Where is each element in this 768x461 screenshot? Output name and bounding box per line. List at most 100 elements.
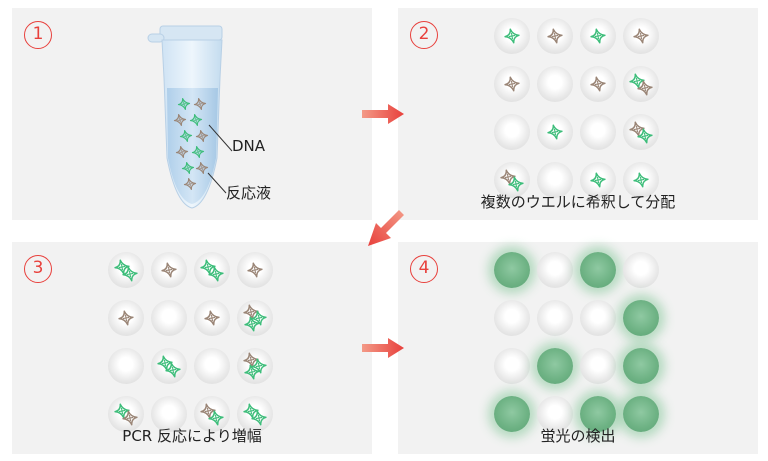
dna-strand-green bbox=[251, 410, 267, 426]
step-4-panel: 4 蛍光の検出 bbox=[398, 242, 758, 454]
dna-strand-brown bbox=[122, 410, 138, 426]
dna-label: DNA bbox=[232, 137, 266, 155]
well bbox=[194, 300, 230, 336]
well bbox=[151, 300, 187, 336]
fluorescent-well bbox=[623, 300, 659, 336]
dna-strand-green bbox=[243, 403, 259, 419]
tube-cap-hinge bbox=[147, 33, 165, 43]
diluted-well-grid bbox=[494, 18, 659, 198]
dna-strand-green bbox=[200, 259, 216, 275]
dna-strand-brown bbox=[504, 76, 520, 92]
well bbox=[537, 66, 573, 102]
fluorescent-well bbox=[623, 348, 659, 384]
dna-strand-brown bbox=[633, 28, 649, 44]
dna-strand-green bbox=[165, 362, 181, 378]
dna-strand-brown bbox=[204, 310, 220, 326]
dna-strand-green bbox=[629, 73, 645, 89]
well bbox=[537, 162, 573, 198]
well bbox=[237, 300, 273, 336]
well bbox=[494, 18, 530, 54]
well bbox=[580, 348, 616, 384]
dna-strand-brown bbox=[247, 262, 263, 278]
well bbox=[151, 252, 187, 288]
tube-dna-strands bbox=[173, 98, 209, 190]
dna-strand-green bbox=[157, 355, 173, 371]
well bbox=[537, 18, 573, 54]
fluorescent-well bbox=[494, 252, 530, 288]
dna-strand-green bbox=[177, 98, 191, 110]
step-4-caption: 蛍光の検出 bbox=[540, 427, 616, 445]
well bbox=[580, 300, 616, 336]
dna-strand-green bbox=[179, 130, 193, 142]
dna-strand-green bbox=[208, 266, 224, 282]
dna-strand-brown bbox=[183, 178, 197, 190]
dna-strand-brown bbox=[118, 310, 134, 326]
dna-strand-brown bbox=[500, 169, 516, 185]
well bbox=[623, 18, 659, 54]
amplified-well-grid bbox=[108, 252, 273, 432]
dna-strand-brown bbox=[193, 98, 207, 110]
dna-strand-brown bbox=[547, 28, 563, 44]
well bbox=[108, 396, 144, 432]
well bbox=[537, 114, 573, 150]
well bbox=[237, 396, 273, 432]
dna-strand-brown bbox=[195, 162, 209, 174]
well bbox=[108, 252, 144, 288]
well bbox=[494, 162, 530, 198]
dna-strand-green bbox=[208, 410, 224, 426]
dna-strand-brown bbox=[161, 262, 177, 278]
dna-strand-brown bbox=[243, 352, 259, 368]
fluorescence-well-grid bbox=[494, 252, 659, 432]
dna-strand-brown bbox=[175, 146, 189, 158]
dna-strand-green bbox=[633, 172, 649, 188]
dna-strand-green bbox=[114, 403, 130, 419]
step-number-1: 1 bbox=[24, 21, 52, 49]
step-3-panel: 3 PCR 反応により増幅 bbox=[12, 242, 372, 454]
dna-strand-green bbox=[251, 358, 267, 374]
dna-strand-green bbox=[244, 364, 260, 380]
fluorescent-well bbox=[623, 396, 659, 432]
well bbox=[537, 300, 573, 336]
dna-strand-green bbox=[181, 162, 195, 174]
step-1-panel: 1 DNA 反応液 bbox=[12, 8, 372, 220]
dna-strand-green bbox=[114, 259, 130, 275]
dna-strand-green bbox=[590, 172, 606, 188]
dna-strand-green bbox=[504, 28, 520, 44]
step-number-2: 2 bbox=[410, 21, 438, 49]
step-number-3: 3 bbox=[24, 255, 52, 283]
dna-strand-brown bbox=[243, 304, 259, 320]
tube-cap bbox=[159, 25, 223, 41]
dna-strand-brown bbox=[200, 403, 216, 419]
solution-leader-line bbox=[207, 172, 227, 194]
well bbox=[580, 18, 616, 54]
well bbox=[580, 114, 616, 150]
well bbox=[623, 162, 659, 198]
dna-strand-green bbox=[191, 146, 205, 158]
well bbox=[194, 348, 230, 384]
dna-strand-green bbox=[122, 266, 138, 282]
dna-strand-brown bbox=[195, 130, 209, 142]
well bbox=[537, 252, 573, 288]
dna-strand-green bbox=[189, 114, 203, 126]
well bbox=[623, 66, 659, 102]
dna-strand-green bbox=[590, 28, 606, 44]
well bbox=[494, 300, 530, 336]
dna-strand-brown bbox=[637, 80, 653, 96]
dna-strand-green bbox=[251, 310, 267, 326]
dna-leader-line bbox=[208, 124, 233, 152]
dna-strand-green bbox=[244, 316, 260, 332]
arrow-right-3-4 bbox=[362, 338, 404, 358]
well bbox=[494, 348, 530, 384]
well bbox=[494, 114, 530, 150]
well bbox=[623, 114, 659, 150]
well bbox=[580, 66, 616, 102]
well bbox=[194, 396, 230, 432]
dna-strand-green bbox=[637, 128, 653, 144]
dna-strand-brown bbox=[629, 121, 645, 137]
fluorescent-well bbox=[580, 396, 616, 432]
dna-strand-brown bbox=[590, 76, 606, 92]
well bbox=[237, 252, 273, 288]
well bbox=[580, 162, 616, 198]
well bbox=[108, 300, 144, 336]
step-2-panel: 2 複数のウエルに希釈して分配 bbox=[398, 8, 758, 220]
